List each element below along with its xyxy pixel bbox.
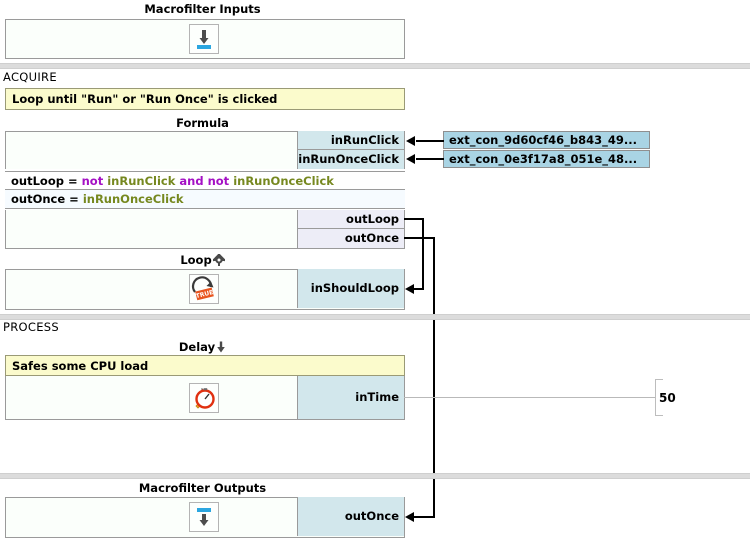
- wire-inTime-to-literal: [404, 397, 655, 398]
- formula-title: Formula: [176, 116, 229, 130]
- wire-outOnce-h2: [413, 516, 435, 518]
- formula-lhs-1: outLoop: [11, 174, 64, 188]
- macrofilter-output-port-outOnce[interactable]: outOnce: [297, 497, 404, 536]
- formula-token-inRunOnceClick-2: inRunOnceClick: [82, 192, 184, 206]
- section-label-acquire: ACQUIRE: [3, 70, 57, 84]
- loop-input-port-inShouldLoop[interactable]: inShouldLoop: [297, 269, 404, 308]
- section-label-process: PROCESS: [3, 320, 59, 334]
- delay-title: Delay: [0, 340, 405, 356]
- wire-outOnce-h1: [404, 237, 435, 239]
- section-separator-outputs: [0, 473, 750, 479]
- stopwatch-icon: [189, 383, 219, 413]
- external-connection-1[interactable]: ext_con_9d60cf46_b843_49...: [443, 131, 650, 149]
- wire-outLoop-v: [422, 218, 424, 290]
- delay-input-port-inTime[interactable]: inTime: [297, 376, 404, 419]
- macrofilter-inputs-title: Macrofilter Inputs: [144, 2, 261, 16]
- arrow-into-inShouldLoop: [405, 284, 414, 294]
- formula-eq-1: =: [63, 174, 82, 188]
- export-arrow-down-icon: [189, 502, 219, 532]
- macrofilter-outputs-title: Macrofilter Outputs: [138, 481, 267, 495]
- formula-output-port-outOnce[interactable]: outOnce: [297, 229, 404, 248]
- wire-outOnce-v: [433, 237, 435, 518]
- formula-token-and: and: [179, 174, 204, 188]
- gear-icon: [211, 253, 226, 269]
- delay-literal-value[interactable]: 50: [659, 391, 676, 405]
- wire-outLoop-h1: [404, 218, 424, 220]
- import-arrow-down-icon: [189, 24, 219, 54]
- loop-title-label: Loop: [180, 253, 212, 267]
- formula-input-port-inRunOnceClick[interactable]: inRunOnceClick: [297, 150, 404, 169]
- external-connection-2[interactable]: ext_con_0e3f17a8_051e_48...: [443, 150, 650, 168]
- literal-bracket: [655, 379, 663, 416]
- formula-expression-row-1[interactable]: outLoop = not inRunClick and not inRunOn…: [5, 171, 405, 190]
- formula-token-inRunOnceClick-1: inRunOnceClick: [233, 174, 334, 188]
- arrow-into-output-outOnce: [405, 512, 414, 522]
- arrow-into-inRunOnceClick: [406, 154, 415, 164]
- formula-input-port-inRunClick[interactable]: inRunClick: [297, 131, 404, 150]
- acquire-loop-comment[interactable]: Loop until "Run" or "Run Once" is clicke…: [5, 88, 405, 110]
- loop-title: Loop: [0, 253, 405, 269]
- wire-outLoop-h2: [413, 288, 424, 290]
- formula-token-not-1: not: [81, 174, 104, 188]
- formula-lhs-2: outOnce: [11, 192, 66, 206]
- delay-comment[interactable]: Safes some CPU load: [5, 355, 405, 376]
- formula-eq-2: =: [65, 192, 83, 206]
- formula-output-port-outLoop[interactable]: outLoop: [297, 210, 404, 229]
- formula-expression-row-2[interactable]: outOnce = inRunOnceClick: [5, 190, 405, 209]
- svg-text:TRUE: TRUE: [195, 289, 214, 300]
- formula-token-not-2: not: [207, 174, 230, 188]
- section-separator-acquire: [0, 63, 750, 69]
- wire-extcon1-to-inRunClick: [416, 140, 444, 142]
- delay-title-label: Delay: [178, 340, 216, 354]
- wire-extcon2-to-inRunOnceClick: [416, 158, 444, 160]
- formula-token-inRunClick: inRunClick: [107, 174, 176, 188]
- section-separator-process: [0, 314, 750, 320]
- loop-true-icon: TRUE: [189, 274, 219, 304]
- arrow-into-inRunClick: [406, 136, 415, 146]
- arrow-down-icon: [216, 341, 226, 356]
